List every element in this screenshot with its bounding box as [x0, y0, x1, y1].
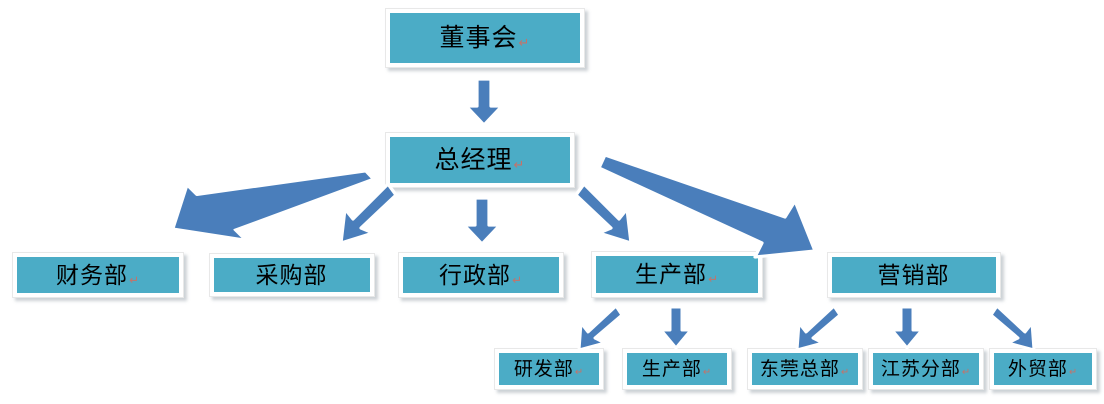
node-administration-fill: 行政部↵	[403, 257, 559, 293]
node-foreign-trade-label: 外贸部↵	[1007, 358, 1079, 380]
node-production-sub-fill: 生产部↵	[627, 353, 727, 385]
return-mark-icon: ↵	[961, 367, 972, 379]
node-dongguan-hq-label: 东莞总部↵	[759, 358, 851, 380]
return-mark-icon: ↵	[1068, 367, 1079, 379]
node-purchasing-label: 采购部	[255, 262, 328, 288]
node-general-manager-label: 总经理↵	[434, 146, 526, 174]
node-production-sub[interactable]: 生产部↵	[622, 348, 732, 390]
node-purchasing-fill: 采购部	[214, 258, 370, 292]
node-marketing-fill: 营销部	[832, 257, 996, 293]
return-mark-icon: ↵	[511, 272, 523, 287]
arrow-general-manager-to-marketing	[596, 150, 828, 259]
node-production-fill: 生产部↵	[596, 256, 758, 293]
node-finance-fill: 财务部↵	[17, 257, 179, 293]
node-jiangsu-branch-label: 江苏分部↵	[880, 358, 972, 380]
node-foreign-trade-fill: 外贸部↵	[994, 353, 1092, 385]
node-rnd[interactable]: 研发部↵	[494, 348, 604, 390]
arrow-marketing-to-jiangsu-branch	[888, 305, 926, 352]
arrow-general-manager-to-production	[572, 180, 640, 252]
node-production[interactable]: 生产部↵	[591, 251, 763, 298]
return-mark-icon: ↵	[707, 272, 719, 287]
arrow-general-manager-to-administration	[460, 196, 504, 249]
node-rnd-fill: 研发部↵	[499, 353, 599, 385]
node-production-label: 生产部↵	[634, 262, 719, 287]
node-dongguan-hq[interactable]: 东莞总部↵	[747, 348, 863, 390]
arrow-board-to-general-manager	[462, 77, 506, 130]
return-mark-icon: ↵	[128, 272, 140, 287]
node-foreign-trade[interactable]: 外贸部↵	[989, 348, 1097, 390]
node-marketing[interactable]: 营销部	[827, 252, 1001, 298]
node-jiangsu-branch-fill: 江苏分部↵	[873, 353, 979, 385]
arrow-general-manager-to-purchasing	[330, 180, 398, 252]
return-mark-icon: ↵	[702, 367, 713, 379]
node-board[interactable]: 董事会↵	[385, 8, 585, 68]
return-mark-icon: ↵	[518, 35, 531, 51]
return-mark-icon: ↵	[840, 367, 851, 379]
node-marketing-label: 营销部	[877, 262, 950, 288]
node-rnd-label: 研发部↵	[513, 358, 585, 380]
node-administration[interactable]: 行政部↵	[398, 252, 564, 298]
node-general-manager-fill: 总经理↵	[390, 137, 570, 183]
arrow-production-to-production-sub	[657, 305, 695, 352]
node-general-manager[interactable]: 总经理↵	[385, 132, 575, 188]
node-board-label: 董事会↵	[439, 24, 531, 52]
return-mark-icon: ↵	[513, 157, 526, 173]
return-mark-icon: ↵	[574, 367, 585, 379]
node-finance-label: 财务部↵	[55, 262, 140, 288]
node-purchasing[interactable]: 采购部	[209, 253, 375, 297]
node-finance[interactable]: 财务部↵	[12, 252, 184, 298]
node-board-fill: 董事会↵	[390, 13, 580, 63]
arrow-general-manager-to-finance	[150, 163, 376, 259]
node-administration-label: 行政部↵	[438, 262, 523, 288]
node-dongguan-hq-fill: 东莞总部↵	[752, 353, 858, 385]
node-production-sub-label: 生产部↵	[641, 358, 713, 380]
node-jiangsu-branch[interactable]: 江苏分部↵	[868, 348, 984, 390]
